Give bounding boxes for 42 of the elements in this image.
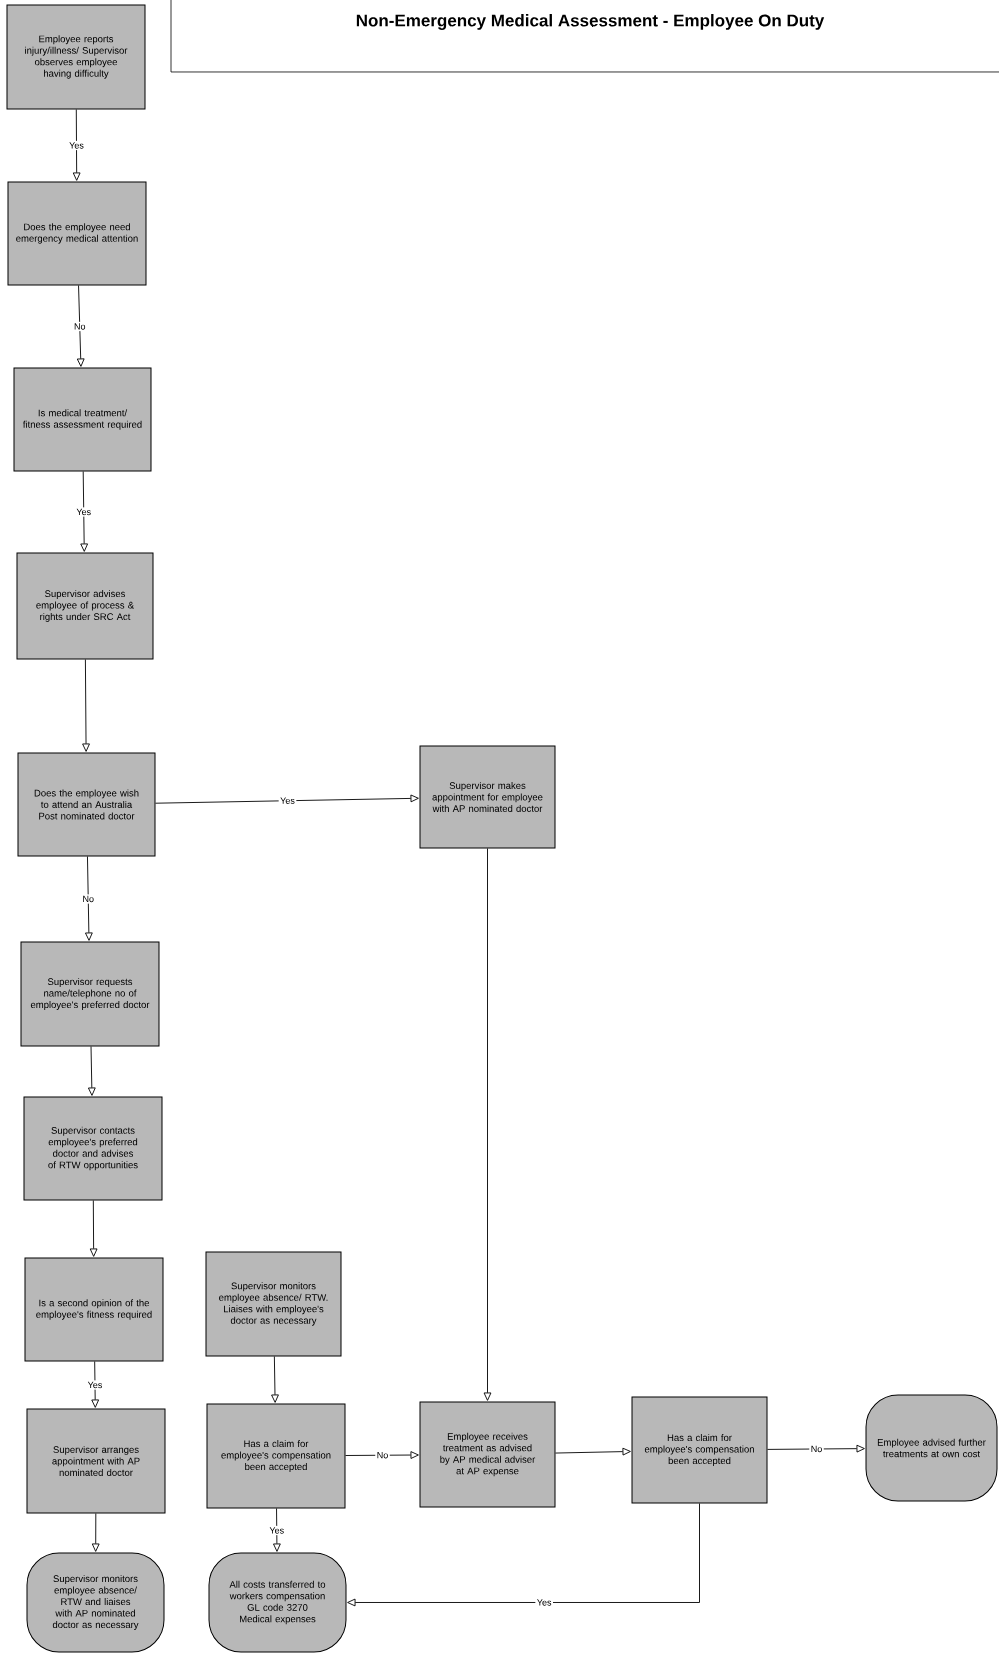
arrow [271, 1356, 279, 1403]
edge-label: Yes [76, 508, 91, 516]
process-box: Supervisor requests name/telephone no of employee's preferred doctor [20, 941, 160, 1047]
arrow [85, 856, 93, 941]
process-box: Does the employee need emergency medical attention [7, 181, 147, 286]
title: Non-Emergency Medical Assessment - Employee On Duty [356, 14, 825, 30]
arrow [72, 109, 81, 181]
edge-label: Yes [280, 797, 295, 804]
process-box: Employee receives treatment as advised by AP medical adviser at AP expense [419, 1401, 556, 1508]
arrow [87, 1046, 96, 1096]
process-box: Supervisor monitors employee absence/ RTW. Liaises with employee's doctor as necessary [205, 1251, 342, 1357]
process-box: Does the employee wish to attend an Australia Post nominated doctor [17, 752, 156, 857]
process-box: Employee reports injury/illness/ Supervisor observes employee having difficulty [6, 4, 146, 110]
arrow [555, 1447, 631, 1456]
process-box: Is a second opinion of the employee's fitness required [24, 1257, 164, 1362]
edge-label: Yes [69, 142, 84, 149]
arrow [91, 1361, 100, 1408]
arrow [80, 471, 89, 552]
edge-label: Yes [87, 1381, 102, 1389]
arrow [76, 285, 85, 367]
edge-label: No [83, 895, 94, 903]
arrow [89, 1200, 98, 1257]
process-box: Supervisor contacts employee's preferred doctor and advises of RTW opportunities [23, 1096, 163, 1201]
process-box: Has a claim for employee's compensation been accepted [206, 1403, 346, 1509]
process-box: Is medical treatment/ fitness assessment required [13, 367, 152, 472]
edge-label: Yes [269, 1527, 284, 1534]
arrow [91, 1513, 100, 1552]
arrow [155, 794, 419, 804]
arrow [273, 1508, 281, 1552]
edge-label: No [74, 323, 86, 330]
process-box: Supervisor advises employee of process & rights under SRC Act [16, 552, 154, 660]
process-box: Supervisor makes appointment for employee with AP nominated doctor [419, 745, 556, 849]
arrow [483, 848, 492, 1401]
arrow [345, 1451, 419, 1459]
edge-label: No [377, 1452, 388, 1459]
arrow [82, 659, 90, 752]
arrow [347, 1503, 700, 1607]
edge-label: No [811, 1445, 822, 1453]
process-box: Supervisor arranges appointment with AP nominated doctor [26, 1408, 166, 1514]
arrow [767, 1444, 865, 1453]
process-box: Has a claim for employee's compensation been accepted [631, 1396, 768, 1504]
edge-label: Yes [537, 1599, 552, 1606]
